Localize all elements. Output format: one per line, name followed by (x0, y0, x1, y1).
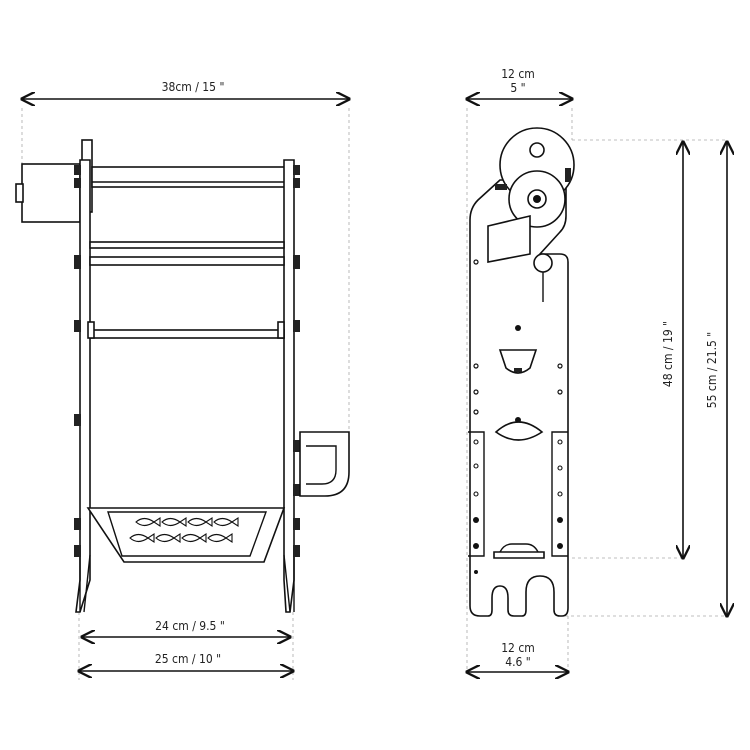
side-center-bolt-1 (515, 325, 521, 331)
side-inner-height-label: 48 cm / 19 " (661, 321, 675, 387)
side-view: 12 cm 5 " (467, 67, 728, 672)
cross-bar-3 (89, 329, 285, 339)
cross-bar-2 (89, 256, 285, 266)
cross-bar-1 (89, 241, 285, 249)
outlet-chute-inner (306, 445, 337, 485)
side-bottom-bracket (493, 551, 545, 559)
top-roller (91, 166, 286, 188)
side-guide-slot (487, 214, 531, 263)
side-lemon-cutout (494, 421, 544, 441)
side-slot-bolts (473, 517, 563, 574)
left-side-panel (75, 159, 91, 613)
side-cup-bolt (514, 368, 522, 372)
side-roller-axle (533, 195, 541, 203)
left-bolts (74, 165, 81, 557)
side-small-holes (473, 259, 563, 415)
left-leg-inner (83, 554, 91, 613)
front-inner-width-label: 24 cm / 9.5 " (155, 619, 225, 633)
bottom-tray-inner (107, 511, 267, 557)
side-top-width-in: 5 " (510, 81, 525, 95)
right-side-panel (283, 159, 295, 613)
side-roller-bolt-left (495, 184, 507, 190)
side-top-width-cm: 12 cm (501, 67, 535, 81)
motor-cap (15, 183, 24, 203)
front-view: 38cm / 15 " (15, 80, 350, 680)
side-slot-holes (473, 439, 563, 497)
side-roller-bolt-right (565, 168, 571, 182)
right-bolts (293, 165, 300, 557)
side-bottom-width-in: 4.6 " (505, 655, 531, 669)
side-top-disc-hole (529, 142, 545, 158)
side-bottom-width-cm: 12 cm (501, 641, 535, 655)
front-base-width-label: 25 cm / 10 " (155, 652, 221, 666)
side-cup-cutout (498, 349, 538, 374)
side-bottom-bracket-top (499, 543, 539, 553)
front-width-label: 38cm / 15 " (162, 80, 225, 94)
right-leg-inner (283, 554, 291, 613)
cross-bar-3-right-tab (277, 321, 285, 339)
cross-bar-3-left-tab (87, 321, 95, 339)
side-right-slot (551, 431, 568, 557)
side-lever-knob (533, 253, 553, 273)
tray-fish-pattern (129, 516, 239, 544)
outlet-chute (299, 431, 350, 497)
side-total-height-label: 55 cm / 21.5 " (705, 332, 719, 409)
motor-body (21, 163, 81, 223)
side-left-slot (468, 431, 485, 557)
